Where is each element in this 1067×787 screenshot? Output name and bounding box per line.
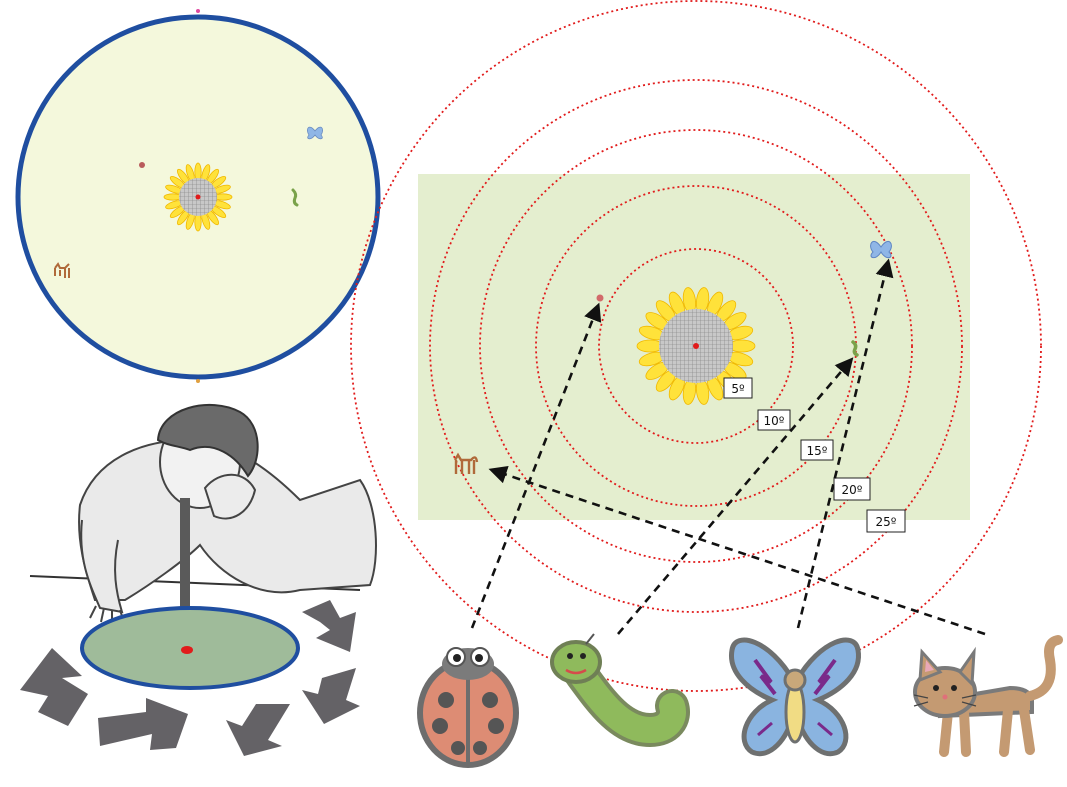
- circular-test-board: [15, 9, 381, 383]
- butterfly-icon: [729, 637, 861, 757]
- sunflower-icon: [163, 162, 233, 232]
- ladybug-icon: [417, 647, 519, 768]
- svg-text:10º: 10º: [764, 414, 785, 428]
- butterfly-arrow: [796, 258, 894, 629]
- svg-text:25º: 25º: [876, 515, 897, 529]
- eccentricity-label: 5º: [723, 377, 753, 399]
- caterpillar-arrow: [617, 357, 854, 635]
- eccentricity-label: 20º: [833, 477, 871, 501]
- ladybug-icon: [139, 162, 145, 168]
- cat-icon: [54, 262, 70, 278]
- svg-text:15º: 15º: [807, 444, 828, 458]
- ladybug-arrow: [470, 302, 602, 629]
- caterpillar-icon: [851, 340, 859, 357]
- butterfly-icon: [307, 126, 323, 140]
- rotation-arrow-icon: [226, 704, 290, 756]
- sunflower-icon: [636, 287, 756, 405]
- rotation-arrow-icon: [98, 698, 188, 750]
- eccentricity-label: 10º: [757, 409, 791, 431]
- svg-text:5º: 5º: [731, 382, 745, 396]
- rotating-table: [80, 606, 300, 690]
- eccentricity-label: 15º: [800, 439, 834, 461]
- butterfly-icon: [870, 240, 892, 259]
- caterpillar-icon: [550, 633, 690, 748]
- eccentricity-label: 25º: [866, 509, 906, 533]
- rotation-arrow-icon: [302, 600, 356, 652]
- ladybug-icon: [596, 294, 604, 302]
- caterpillar-icon: [291, 188, 299, 207]
- svg-text:20º: 20º: [842, 483, 863, 497]
- rotation-arrows: [20, 600, 360, 756]
- rotation-arrow-icon: [302, 668, 360, 724]
- mapping-arrows: [470, 258, 986, 636]
- cat-icon: [453, 452, 479, 474]
- visual-field-chart: 5º 10º 15º 20º 25º: [350, 0, 1042, 692]
- rotation-arrow-icon: [20, 648, 88, 726]
- person-using-perimeter-icon: [29, 403, 377, 644]
- cat-arrow: [488, 465, 986, 636]
- cat-icon: [913, 635, 1063, 757]
